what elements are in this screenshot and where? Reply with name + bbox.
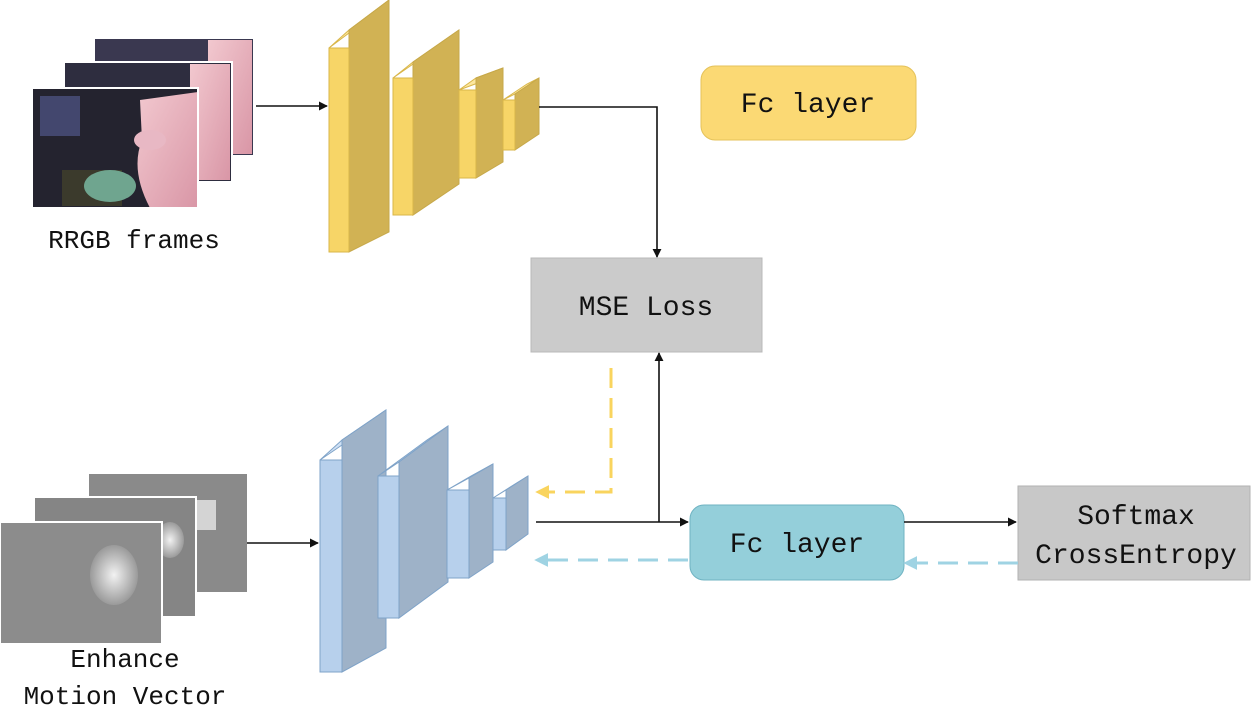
motion-cnn-block-4 xyxy=(492,475,529,551)
softmax-label-line1: Softmax xyxy=(1077,502,1195,533)
rgb-cnn-encoder xyxy=(328,0,540,253)
motion-label-line1: Enhance xyxy=(70,645,179,675)
rgb-cnn-block-2 xyxy=(392,29,460,216)
arrow-mse-loss-gradient-to-motion-cnn xyxy=(535,368,613,499)
motion-cnn-block-3 xyxy=(446,463,494,579)
rgb-cnn-block-3 xyxy=(458,67,504,179)
motion-label-line2: Motion Vector xyxy=(24,682,227,708)
rgb-cnn-block-4 xyxy=(502,77,540,151)
rgb-frames-stack-icon xyxy=(31,37,255,209)
motion-cnn-block-2 xyxy=(377,425,449,619)
fc-layer-bottom-box: Fc layer xyxy=(689,504,905,581)
rgb-frame-front xyxy=(31,87,199,209)
softmax-crossentropy-box: Softmax CrossEntropy xyxy=(1017,485,1251,581)
flow-arrows xyxy=(247,101,1018,570)
motion-cnn-encoder xyxy=(319,409,529,673)
fc-layer-bottom-label: Fc layer xyxy=(730,530,864,561)
arrow-rgb-cnn-to-mse-loss xyxy=(539,106,662,258)
mse-loss-box: MSE Loss xyxy=(530,257,763,353)
fc-layer-top-box: Fc layer xyxy=(700,65,917,141)
softmax-label-line2: CrossEntropy xyxy=(1035,541,1237,572)
rgb-cnn-block-1 xyxy=(328,0,390,253)
motion-frames-stack-icon xyxy=(0,472,249,645)
motion-frame-front xyxy=(0,521,163,645)
fc-layer-top-label: Fc layer xyxy=(741,90,875,121)
rgb-frames-label: RRGB frames xyxy=(48,226,220,256)
motion-cnn-block-1 xyxy=(319,409,387,673)
mse-loss-label: MSE Loss xyxy=(579,293,713,324)
